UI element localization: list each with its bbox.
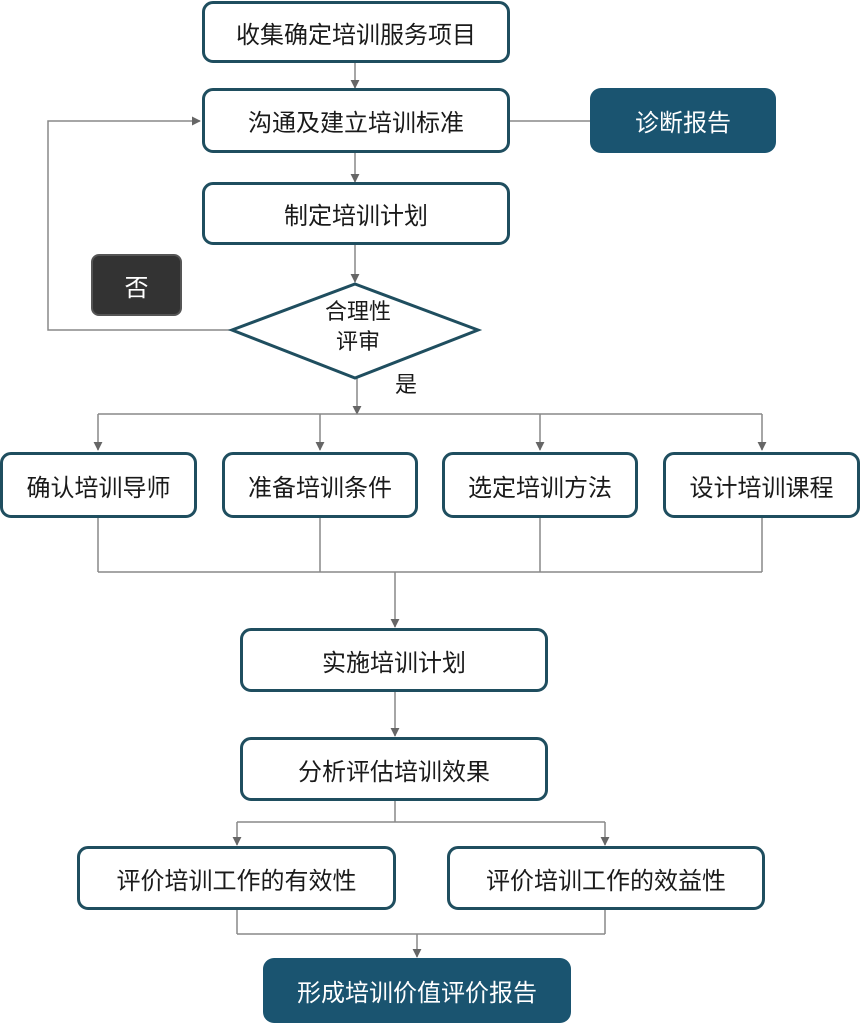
make-plan-label: 制定培训计划 bbox=[284, 202, 428, 230]
evaluate-benefit-label: 评价培训工作的效益性 bbox=[486, 866, 726, 895]
final-report-box: 形成培训价值评价报告 bbox=[263, 958, 571, 1023]
diagnosis-report-box: 诊断报告 bbox=[590, 88, 776, 153]
communicate-standards-label: 沟通及建立培训标准 bbox=[248, 109, 464, 137]
design-course-label: 设计培训课程 bbox=[689, 473, 834, 502]
no-label-box: 否 bbox=[91, 254, 182, 316]
choose-method-box: 选定培训方法 bbox=[442, 452, 638, 518]
yes-label: 是 bbox=[395, 373, 418, 398]
evaluate-benefit-box: 评价培训工作的效益性 bbox=[447, 846, 765, 910]
confirm-mentor-box: 确认培训导师 bbox=[0, 452, 197, 518]
no-label: 否 bbox=[124, 273, 149, 302]
review-decision-diamond bbox=[227, 282, 483, 380]
communicate-standards-box: 沟通及建立培训标准 bbox=[202, 88, 510, 153]
make-plan-box: 制定培训计划 bbox=[202, 182, 510, 245]
analyze-effect-label: 分析评估培训效果 bbox=[298, 757, 490, 786]
feedback-no-loop bbox=[47, 116, 232, 331]
diagnosis-report-label: 诊断报告 bbox=[635, 109, 731, 137]
confirm-mentor-label: 确认培训导师 bbox=[26, 473, 171, 502]
review-line1: 合理性 bbox=[324, 300, 391, 325]
evaluate-effectiveness-label: 评价培训工作的有效性 bbox=[116, 866, 357, 895]
collect-requirements-box: 收集确定培训服务项目 bbox=[202, 1, 510, 63]
evaluate-effectiveness-box: 评价培训工作的有效性 bbox=[77, 846, 396, 910]
prepare-conditions-box: 准备培训条件 bbox=[222, 452, 418, 518]
analyze-effect-box: 分析评估培训效果 bbox=[240, 737, 548, 801]
choose-method-label: 选定培训方法 bbox=[468, 473, 612, 502]
prepare-conditions-label: 准备培训条件 bbox=[248, 473, 392, 502]
collect-requirements-label: 收集确定培训服务项目 bbox=[236, 20, 476, 49]
implement-plan-label: 实施培训计划 bbox=[322, 648, 466, 677]
review-decision-text: 合理性 评审 bbox=[300, 298, 416, 358]
final-report-label: 形成培训价值评价报告 bbox=[297, 979, 537, 1007]
implement-plan-box: 实施培训计划 bbox=[240, 628, 548, 692]
design-course-box: 设计培训课程 bbox=[663, 452, 860, 518]
review-line2: 评审 bbox=[335, 330, 380, 355]
